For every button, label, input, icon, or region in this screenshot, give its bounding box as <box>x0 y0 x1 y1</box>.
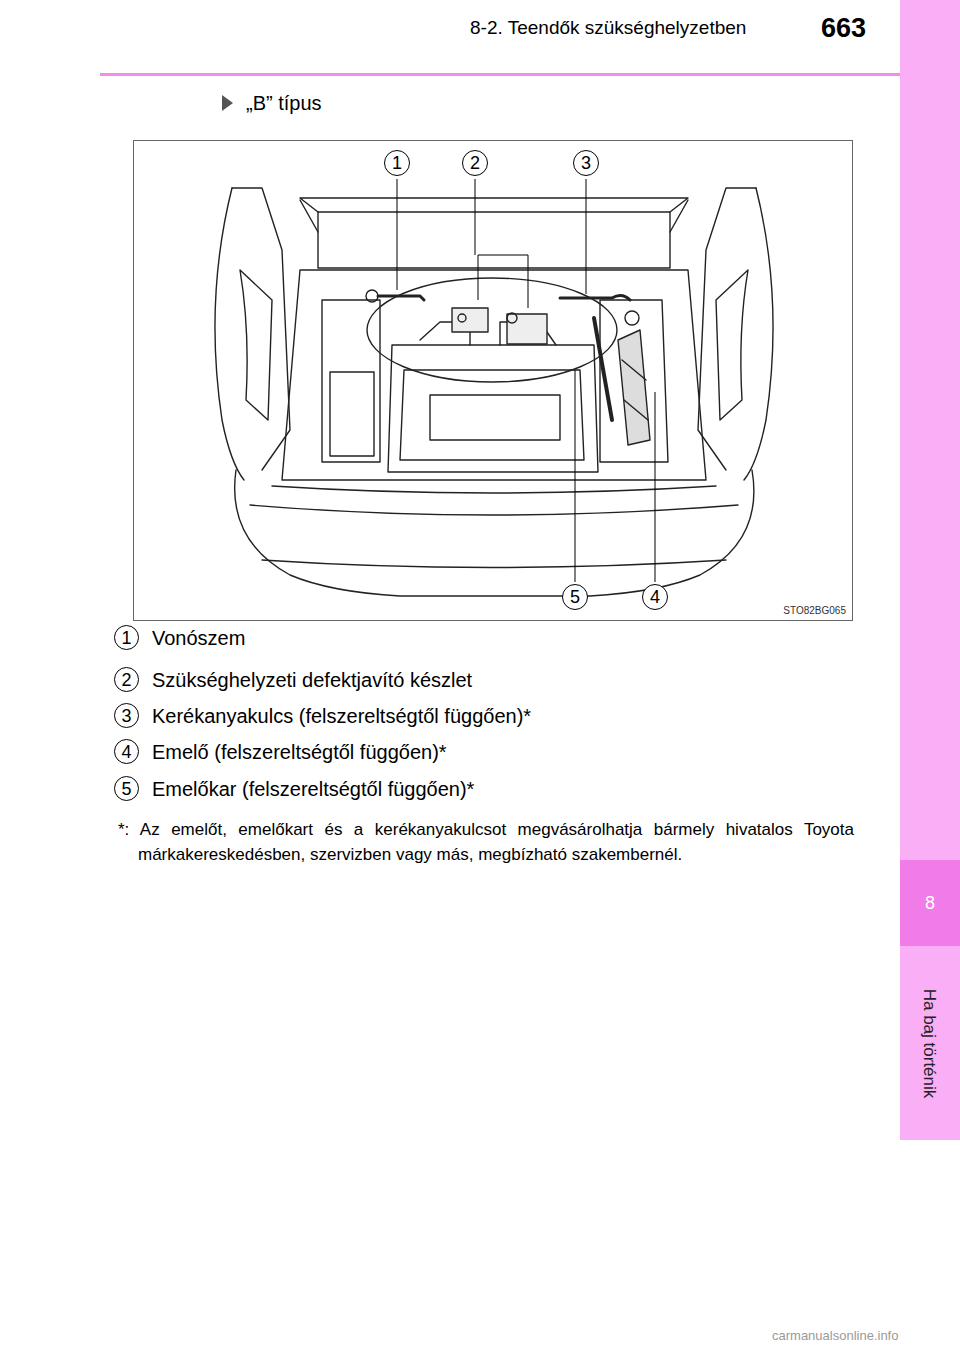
gauge <box>458 314 466 322</box>
repair-kit-box <box>452 308 488 332</box>
leader-line <box>586 179 587 294</box>
header-rule <box>100 73 900 76</box>
right-pillar <box>698 188 756 470</box>
roof-edge <box>300 198 688 212</box>
towing-eye-shaft <box>378 296 424 300</box>
watermark: carmanualsonline.info <box>772 1328 898 1344</box>
right-compartment <box>600 300 668 462</box>
callout-text: 3 <box>121 707 131 725</box>
section-tab-title: Ha baj történik <box>900 946 960 1140</box>
callout-text: 5 <box>121 780 131 798</box>
jack <box>618 330 650 445</box>
rear-seat-back <box>318 212 670 268</box>
part-name: Vonószem <box>152 626 245 650</box>
footnote: *: Az emelőt, emelőkart és a kerékanyaku… <box>118 818 854 867</box>
callout-text: 2 <box>121 671 131 689</box>
trunk-floor <box>282 270 706 480</box>
callout-number: 4 <box>642 584 668 610</box>
left-pillar <box>232 188 290 470</box>
leader-line <box>397 179 398 290</box>
cap <box>507 313 517 323</box>
callout-number: 1 <box>384 150 410 176</box>
bumper-line <box>250 505 738 515</box>
callout-text: 4 <box>121 743 131 761</box>
callout-number: 5 <box>114 776 139 801</box>
tab-title: Ha baj történik <box>922 988 939 1098</box>
leader-line <box>575 370 576 582</box>
callout-number: 3 <box>114 703 139 728</box>
figure-code: STO82BG065 <box>781 605 848 617</box>
callout-text: 1 <box>121 629 131 647</box>
sealant-bottle <box>507 314 547 344</box>
leader-bracket <box>478 255 528 308</box>
part-name: Emelőkar (felszereltségtől függően)* <box>152 777 474 801</box>
foam-tray <box>388 345 598 472</box>
callout-text: 8 <box>925 894 935 912</box>
callout-text: 4 <box>650 588 660 606</box>
jack-handle <box>594 318 612 420</box>
wrench-socket <box>625 311 639 325</box>
wheel-wrench <box>560 295 630 300</box>
bumper-line <box>262 560 726 568</box>
variant-heading: „B” típus <box>246 91 322 115</box>
body-right-side <box>744 188 773 480</box>
figure-frame: STO82BG065 1 2 3 5 4 <box>133 140 853 621</box>
part-name: Emelő (felszereltségtől függően)* <box>152 740 447 764</box>
left-compartment <box>322 300 380 462</box>
callout-number: 2 <box>114 667 139 692</box>
callout-text: 1 <box>392 154 402 172</box>
tray-insert <box>400 370 584 460</box>
leader-line <box>475 179 476 255</box>
spare-well <box>367 278 617 382</box>
side-tab-strip <box>900 0 960 1140</box>
callout-text: 3 <box>581 154 591 172</box>
tray-recess <box>430 395 560 440</box>
running-header: 8-2. Teendők szükséghelyzetben <box>470 17 746 40</box>
callout-text: 5 <box>570 588 580 606</box>
bullet-triangle <box>222 95 233 111</box>
callout-number: 5 <box>562 584 588 610</box>
rear-bumper <box>235 470 754 596</box>
callout-text: 2 <box>470 154 480 172</box>
part-name: Kerékanyakulcs (felszereltségtől függően… <box>152 704 531 728</box>
part-name: Szükséghelyzeti defektjavító készlet <box>152 668 472 692</box>
left-taillight <box>240 270 272 420</box>
callout-number: 2 <box>462 150 488 176</box>
leader-line <box>655 392 656 582</box>
towing-eye <box>366 290 378 302</box>
body-left-side <box>215 188 244 480</box>
sill <box>272 486 716 493</box>
left-box <box>330 372 374 456</box>
callout-number: 1 <box>114 625 139 650</box>
section-tab: 8 <box>900 860 960 946</box>
right-taillight <box>716 270 748 420</box>
page-number: 663 <box>821 12 866 44</box>
callout-number: 3 <box>573 150 599 176</box>
jack-arm <box>622 360 648 420</box>
callout-number: 4 <box>114 739 139 764</box>
